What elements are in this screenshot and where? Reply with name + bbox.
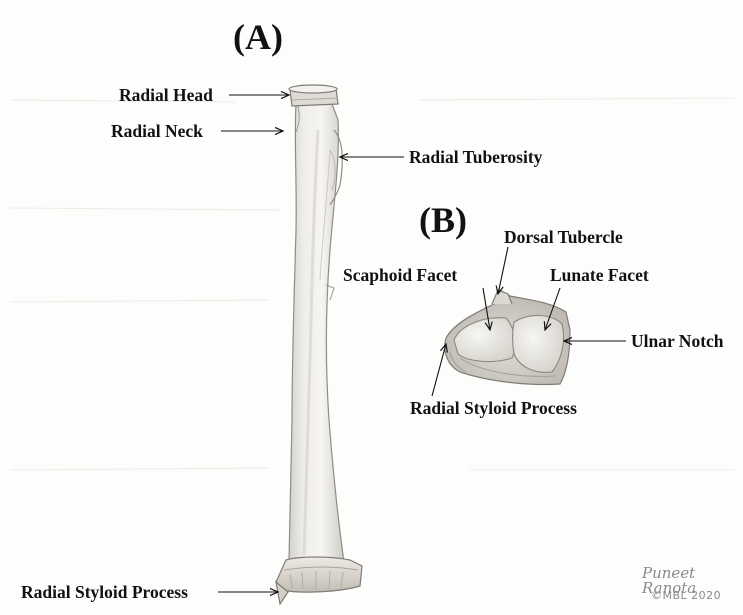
label-ulnar-notch: Ulnar Notch <box>631 333 724 351</box>
panel-label-b: (B) <box>419 202 467 238</box>
panel-label-a: (A) <box>233 19 283 55</box>
label-radial-neck: Radial Neck <box>111 123 203 141</box>
radial-head-shape <box>289 85 338 106</box>
dorsal-tubercle-shape <box>492 290 512 304</box>
radius-bone-drawing <box>276 85 362 604</box>
label-radial-tuberosity: Radial Tuberosity <box>409 149 542 167</box>
label-scaphoid-facet: Scaphoid Facet <box>343 267 457 285</box>
distal-articular-surface-drawing <box>445 290 570 385</box>
label-lunate-facet: Lunate Facet <box>550 267 649 285</box>
label-dorsal-tubercle: Dorsal Tubercle <box>504 229 623 247</box>
distal-radius-shape <box>276 557 362 604</box>
arrow-dorsal-tubercle <box>498 247 508 294</box>
label-radial-styloid-process-b: Radial Styloid Process <box>410 400 577 418</box>
label-radial-styloid-process-a: Radial Styloid Process <box>21 584 188 602</box>
copyright-notice: ©MBL 2020 <box>651 590 721 601</box>
arrow-radial-styloid-b <box>432 344 446 396</box>
label-radial-head: Radial Head <box>119 87 213 105</box>
